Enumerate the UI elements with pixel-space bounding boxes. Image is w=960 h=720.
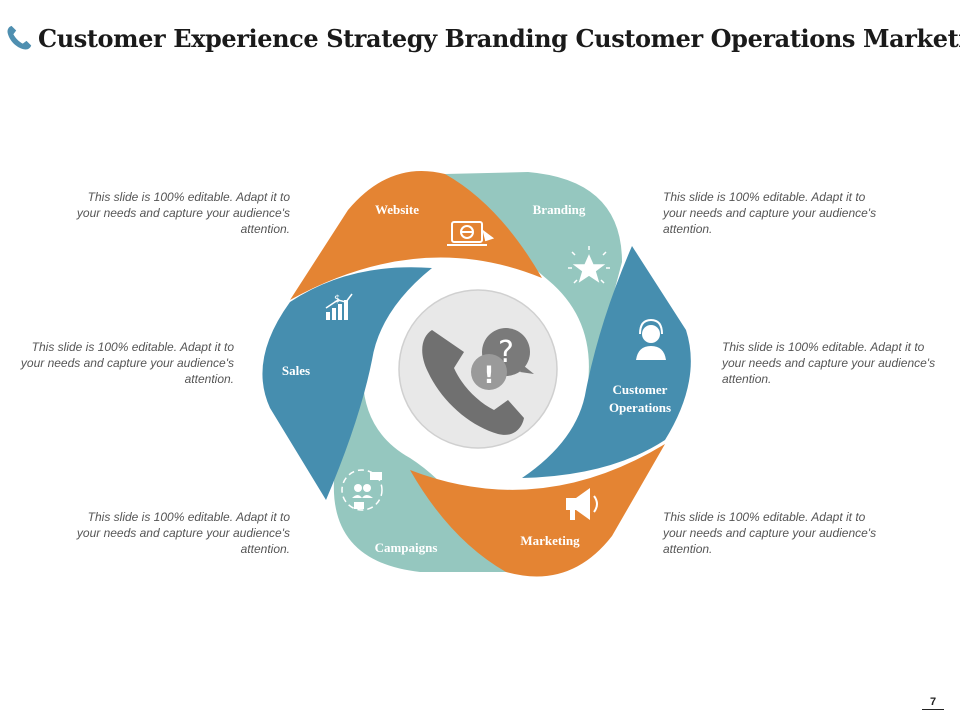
segment-branding [445,172,622,420]
phone-icon [7,25,32,50]
note-top-right: This slide is 100% editable. Adapt it to… [663,190,877,236]
segment-sales [262,267,432,500]
page-number: 7 [922,696,944,710]
headset-agent-icon [636,318,666,360]
slide-header: Customer Experience Strategy Branding Cu… [4,18,960,58]
segment-website [290,170,542,300]
laptop-globe-icon [447,221,495,246]
phone-question-exclamation-icon: ? ! [422,328,534,435]
segment-label-website: Website [375,202,419,217]
segment-label-customer: Customer [613,382,668,397]
segment-label-marketing: Marketing [520,533,580,548]
team-social-icon [341,469,383,511]
note-middle-right: This slide is 100% editable. Adapt it to… [722,340,936,386]
page-title: Customer Experience Strategy Branding Cu… [38,23,960,53]
note-bottom-right: This slide is 100% editable. Adapt it to… [663,510,877,556]
segment-label-branding: Branding [533,202,586,217]
megaphone-icon [566,488,598,520]
center-hub: ? ! [398,289,558,449]
segment-label-campaigns: Campaigns [375,540,438,555]
note-bottom-left: This slide is 100% editable. Adapt it to… [76,510,290,556]
note-middle-left: This slide is 100% editable. Adapt it to… [20,340,234,386]
segment-label-operations: Operations [609,400,671,415]
svg-text:$: $ [334,294,340,305]
svg-text:!: ! [484,361,495,389]
segment-marketing [410,444,665,577]
note-top-left: This slide is 100% editable. Adapt it to… [76,190,290,236]
segment-customer-operations [522,246,691,478]
growth-chart-icon: $ [325,293,353,320]
segment-label-sales: Sales [282,363,310,378]
star-burst-icon [568,246,610,284]
